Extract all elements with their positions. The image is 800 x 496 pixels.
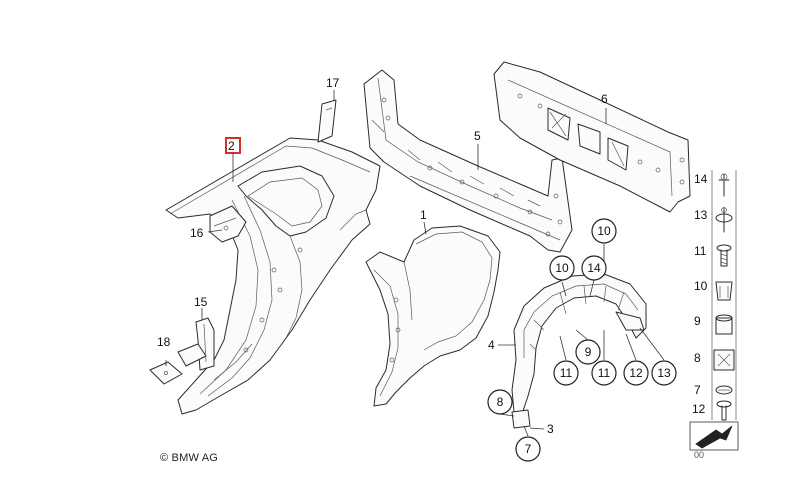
rear-panel-part-6[interactable] <box>493 61 691 213</box>
svg-text:10: 10 <box>694 279 708 293</box>
callout-7[interactable]: 7 <box>515 436 541 462</box>
callout-12[interactable]: 12 <box>623 360 649 386</box>
svg-text:14: 14 <box>587 261 601 275</box>
label-part-17[interactable]: 17 <box>326 76 340 90</box>
orientation-arrow-icon <box>689 421 739 451</box>
callout-8[interactable]: 8 <box>487 389 513 415</box>
svg-text:10: 10 <box>597 224 611 238</box>
label-part-18[interactable]: 18 <box>157 335 171 349</box>
callout-14[interactable]: 14 <box>581 255 607 281</box>
label-part-5[interactable]: 5 <box>474 129 481 143</box>
fastener-legend: 14 13 11 10 9 8 <box>689 170 739 451</box>
bracket-part-15[interactable] <box>177 317 215 371</box>
svg-text:12: 12 <box>629 366 643 380</box>
svg-text:9: 9 <box>694 314 701 328</box>
pad-part-18[interactable] <box>149 361 183 385</box>
wheel-arch-part-1[interactable] <box>365 225 501 407</box>
label-part-4[interactable]: 4 <box>488 338 495 352</box>
svg-text:8: 8 <box>497 395 504 409</box>
liner-bracket-part-3[interactable] <box>511 409 531 429</box>
legend-item-12[interactable]: 12 <box>692 400 732 421</box>
callout-10b[interactable]: 10 <box>549 255 575 281</box>
callout-13[interactable]: 13 <box>651 360 677 386</box>
label-part-3[interactable]: 3 <box>547 422 554 436</box>
callout-11a[interactable]: 11 <box>553 360 579 386</box>
corner-code: 00 <box>694 450 705 460</box>
label-part-15[interactable]: 15 <box>194 295 208 309</box>
side-panel-part-2[interactable] <box>165 137 381 415</box>
copyright-text: © BMW AG <box>160 452 218 464</box>
legend-item-11[interactable]: 11 <box>694 244 732 267</box>
svg-text:7: 7 <box>694 383 701 397</box>
callout-9[interactable]: 9 <box>575 339 601 365</box>
legend-item-13[interactable]: 13 <box>694 207 733 233</box>
reinforcement-part-5[interactable] <box>363 69 573 253</box>
callout-10a[interactable]: 10 <box>591 218 617 244</box>
svg-text:12: 12 <box>692 402 706 416</box>
callout-leaders <box>499 244 665 437</box>
svg-text:13: 13 <box>657 366 671 380</box>
label-part-2[interactable]: 2 <box>228 139 235 153</box>
leader-line-3 <box>529 427 545 430</box>
plate-part-17[interactable] <box>317 99 337 143</box>
legend-item-10[interactable]: 10 <box>694 279 733 301</box>
svg-text:11: 11 <box>598 366 611 380</box>
bracket-part-16[interactable] <box>209 205 247 243</box>
svg-text:8: 8 <box>694 351 701 365</box>
callout-11b[interactable]: 11 <box>591 360 617 386</box>
svg-text:10: 10 <box>555 261 569 275</box>
svg-text:7: 7 <box>525 442 532 456</box>
legend-item-9[interactable]: 9 <box>694 314 733 335</box>
svg-text:14: 14 <box>694 172 708 186</box>
svg-text:13: 13 <box>694 208 708 222</box>
label-part-16[interactable]: 16 <box>190 226 204 240</box>
svg-text:9: 9 <box>585 345 592 359</box>
svg-text:11: 11 <box>694 244 707 258</box>
label-part-1[interactable]: 1 <box>420 208 427 222</box>
legend-item-7[interactable]: 7 <box>694 383 733 397</box>
label-part-6[interactable]: 6 <box>601 92 608 106</box>
legend-item-8[interactable]: 8 <box>694 349 735 371</box>
leader-line-1 <box>423 221 427 235</box>
legend-item-14[interactable]: 14 <box>694 172 730 197</box>
svg-text:11: 11 <box>560 366 573 380</box>
leader-line-16 <box>207 229 223 233</box>
